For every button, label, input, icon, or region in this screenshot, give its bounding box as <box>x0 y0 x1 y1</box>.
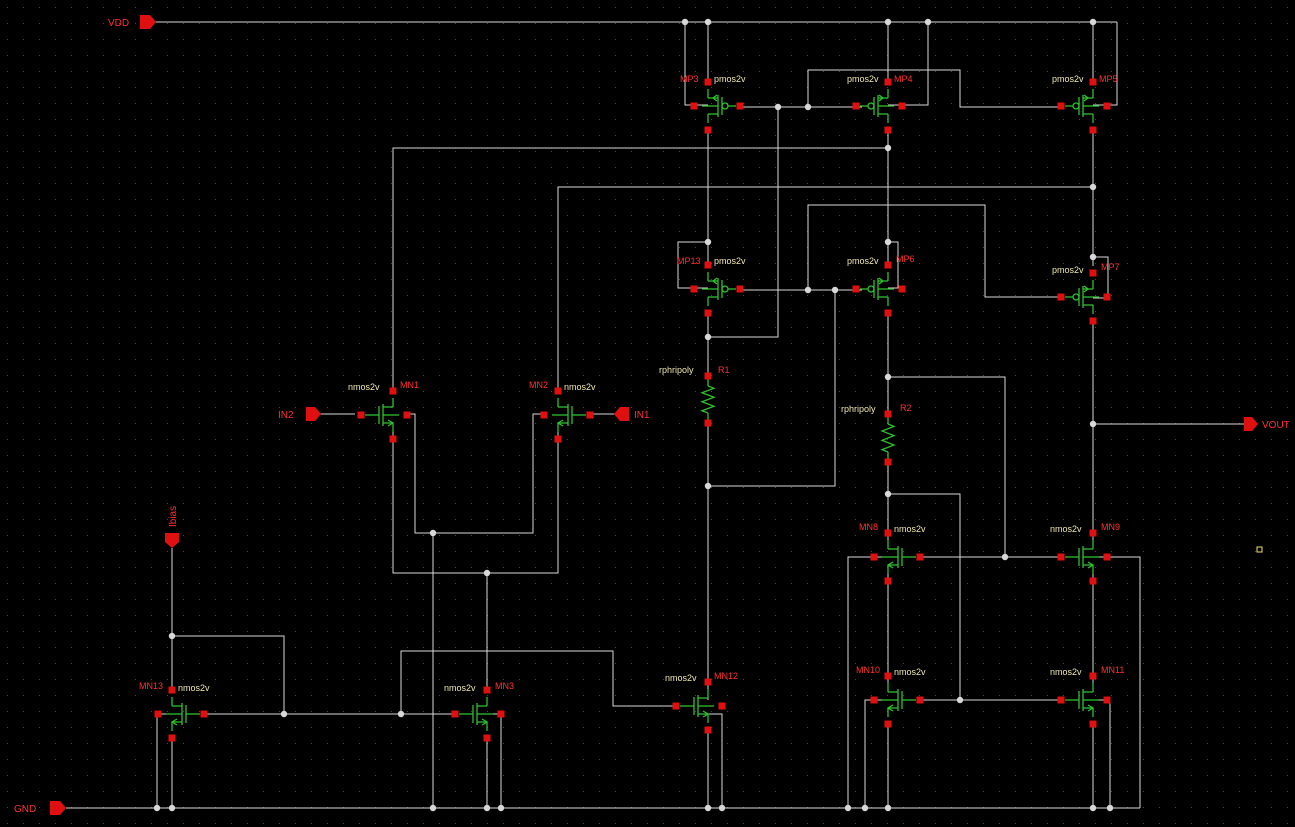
label-mn1-model: nmos2v <box>348 382 380 392</box>
label-mp6: MP6 <box>896 254 915 264</box>
port-gnd-label: GND <box>14 804 36 815</box>
device-labels: MP3 pmos2v pmos2v MP4 pmos2v MP5 MP13 pm… <box>139 74 1124 693</box>
label-mp13-model: pmos2v <box>714 256 746 266</box>
port-vdd-label: VDD <box>108 18 129 29</box>
label-mn12-model: nmos2v <box>665 673 697 683</box>
nmos-mn3[interactable] <box>451 686 505 742</box>
label-mn12: MN12 <box>714 671 738 681</box>
label-mp4: MP4 <box>894 74 913 84</box>
label-r1: R1 <box>718 365 730 375</box>
label-mp7-model: pmos2v <box>1052 265 1084 275</box>
label-mn10-model: nmos2v <box>894 667 926 677</box>
label-mn11-model: nmos2v <box>1050 667 1082 677</box>
label-mn3-model: nmos2v <box>444 683 476 693</box>
label-r1-model: rphripoly <box>659 365 694 375</box>
port-vout-label: VOUT <box>1262 420 1290 431</box>
label-mn10: MN10 <box>856 665 880 675</box>
label-r2: R2 <box>900 403 912 413</box>
port-gnd[interactable]: GND <box>14 801 66 815</box>
label-mn11: MN11 <box>1101 665 1124 675</box>
nmos-mn9[interactable] <box>1057 529 1111 585</box>
label-mn13-model: nmos2v <box>178 683 210 693</box>
label-mn3: MN3 <box>495 681 514 691</box>
nmos-mn12[interactable] <box>672 678 726 734</box>
resistor-r1[interactable] <box>700 372 716 427</box>
nmos-mn2[interactable] <box>540 387 594 443</box>
nmos-mn1[interactable] <box>357 387 411 443</box>
label-mn8: MN8 <box>859 522 878 532</box>
label-mp6-model: pmos2v <box>847 256 879 266</box>
label-r2-model: rphripoly <box>841 404 876 414</box>
pmos-mp3[interactable] <box>690 78 744 134</box>
port-ibias-label: Ibias <box>168 506 179 527</box>
label-mp3-model: pmos2v <box>714 74 746 84</box>
port-ibias[interactable]: Ibias <box>165 506 179 548</box>
nmos-mn10[interactable] <box>870 672 924 728</box>
pmos-mp6[interactable] <box>852 261 906 317</box>
devices <box>154 78 1111 742</box>
junction-nodes <box>153 18 1114 812</box>
label-mn8-model: nmos2v <box>894 524 926 534</box>
pmos-mp5[interactable] <box>1057 78 1111 134</box>
label-mn13: MN13 <box>139 681 163 691</box>
port-vdd[interactable]: VDD <box>108 15 156 29</box>
nmos-mn13[interactable] <box>154 686 208 742</box>
port-in2-label: IN2 <box>278 410 294 421</box>
port-in1[interactable]: IN1 <box>614 407 650 421</box>
label-mn2-model: nmos2v <box>564 382 596 392</box>
wires <box>66 21 1245 809</box>
label-mn2: MN2 <box>529 380 548 390</box>
label-mn9: MN9 <box>1101 522 1120 532</box>
label-mp13: MP13 <box>677 256 701 266</box>
nmos-mn11[interactable] <box>1057 672 1111 728</box>
pmos-mp13[interactable] <box>690 261 744 317</box>
port-in2[interactable]: IN2 <box>278 407 321 421</box>
pmos-mp4[interactable] <box>852 78 906 134</box>
label-mn1: MN1 <box>400 380 419 390</box>
resistor-r2[interactable] <box>880 410 896 466</box>
pmos-mp7[interactable] <box>1057 269 1111 325</box>
label-mp4-model: pmos2v <box>847 74 879 84</box>
port-vout[interactable]: VOUT <box>1244 417 1290 431</box>
cursor-marker <box>1256 546 1263 553</box>
label-mn9-model: nmos2v <box>1050 524 1082 534</box>
label-mp3: MP3 <box>680 74 699 84</box>
label-mp7: MP7 <box>1101 262 1120 272</box>
port-in1-label: IN1 <box>634 410 650 421</box>
nmos-mn8[interactable] <box>870 529 924 585</box>
label-mp5: MP5 <box>1099 74 1118 84</box>
label-mp5-model: pmos2v <box>1052 74 1084 84</box>
